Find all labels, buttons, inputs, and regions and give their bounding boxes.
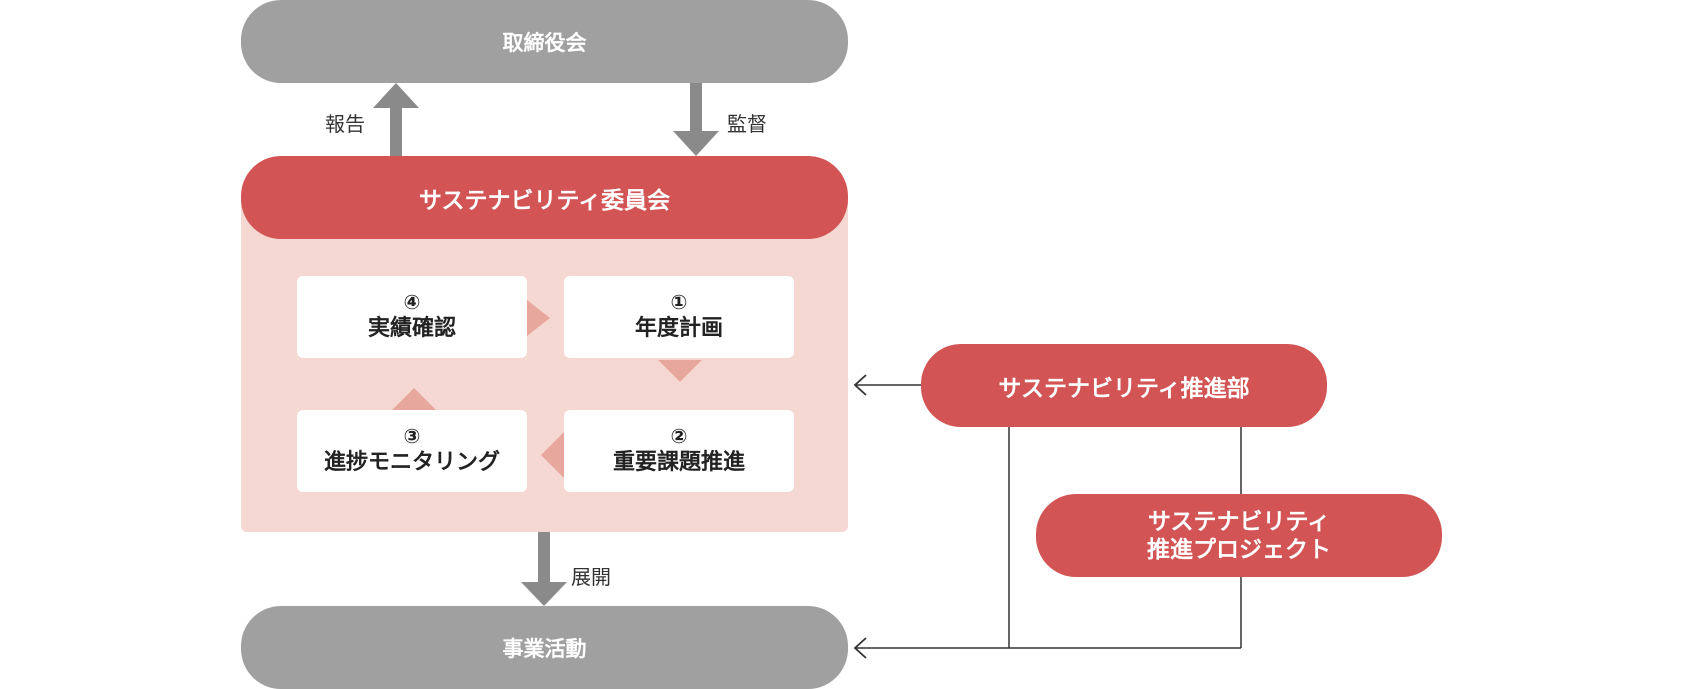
cycle-chevron-3-to-4 bbox=[392, 388, 436, 410]
report-arrow-shaft bbox=[390, 104, 402, 156]
step-label: 年度計画 bbox=[634, 316, 723, 341]
deploy-arrow-head bbox=[521, 582, 567, 606]
step-number: ④ bbox=[403, 290, 421, 314]
promotion-project-line1: サステナビリティ bbox=[1147, 508, 1331, 535]
committee-node: サステナビリティ委員会 bbox=[241, 156, 848, 239]
to-business-arrowhead bbox=[853, 637, 867, 659]
step-box-annual-plan: ① 年度計画 bbox=[564, 276, 794, 358]
business-label: 事業活動 bbox=[502, 636, 587, 661]
report-arrow-head bbox=[373, 83, 419, 108]
board-node: 取締役会 bbox=[241, 0, 848, 83]
step-label: 進捗モニタリング bbox=[323, 450, 500, 475]
promotion-project-node: サステナビリティ 推進プロジェクト bbox=[1036, 494, 1442, 577]
step-number: ② bbox=[670, 424, 688, 448]
deploy-arrow-shaft bbox=[538, 532, 550, 584]
committee-title: サステナビリティ委員会 bbox=[418, 187, 671, 214]
cycle-chevron-2-to-3 bbox=[541, 432, 564, 478]
promotion-dept-node: サステナビリティ推進部 bbox=[921, 344, 1327, 427]
promotion-dept-label: サステナビリティ推進部 bbox=[998, 375, 1250, 402]
dept-to-committee-arrowhead bbox=[853, 374, 867, 396]
business-node: 事業活動 bbox=[241, 606, 848, 689]
step-box-review: ④ 実績確認 bbox=[297, 276, 527, 358]
step-label: 重要課題推進 bbox=[612, 450, 745, 475]
step-number: ③ bbox=[403, 424, 421, 448]
promotion-project-line2: 推進プロジェクト bbox=[1147, 536, 1331, 563]
board-label: 取締役会 bbox=[502, 30, 587, 55]
cycle-chevron-1-to-2 bbox=[658, 360, 702, 382]
deploy-label: 展開 bbox=[571, 565, 611, 589]
report-label: 報告 bbox=[325, 112, 365, 136]
supervise-label: 監督 bbox=[727, 112, 767, 136]
supervise-arrow-shaft bbox=[690, 83, 702, 133]
step-box-monitoring: ③ 進捗モニタリング bbox=[297, 410, 527, 492]
cycle-chevron-4-to-1 bbox=[527, 300, 550, 336]
step-label: 実績確認 bbox=[367, 316, 456, 341]
step-box-key-issues: ② 重要課題推進 bbox=[564, 410, 794, 492]
step-number: ① bbox=[670, 290, 688, 314]
supervise-arrow-head bbox=[673, 131, 719, 156]
